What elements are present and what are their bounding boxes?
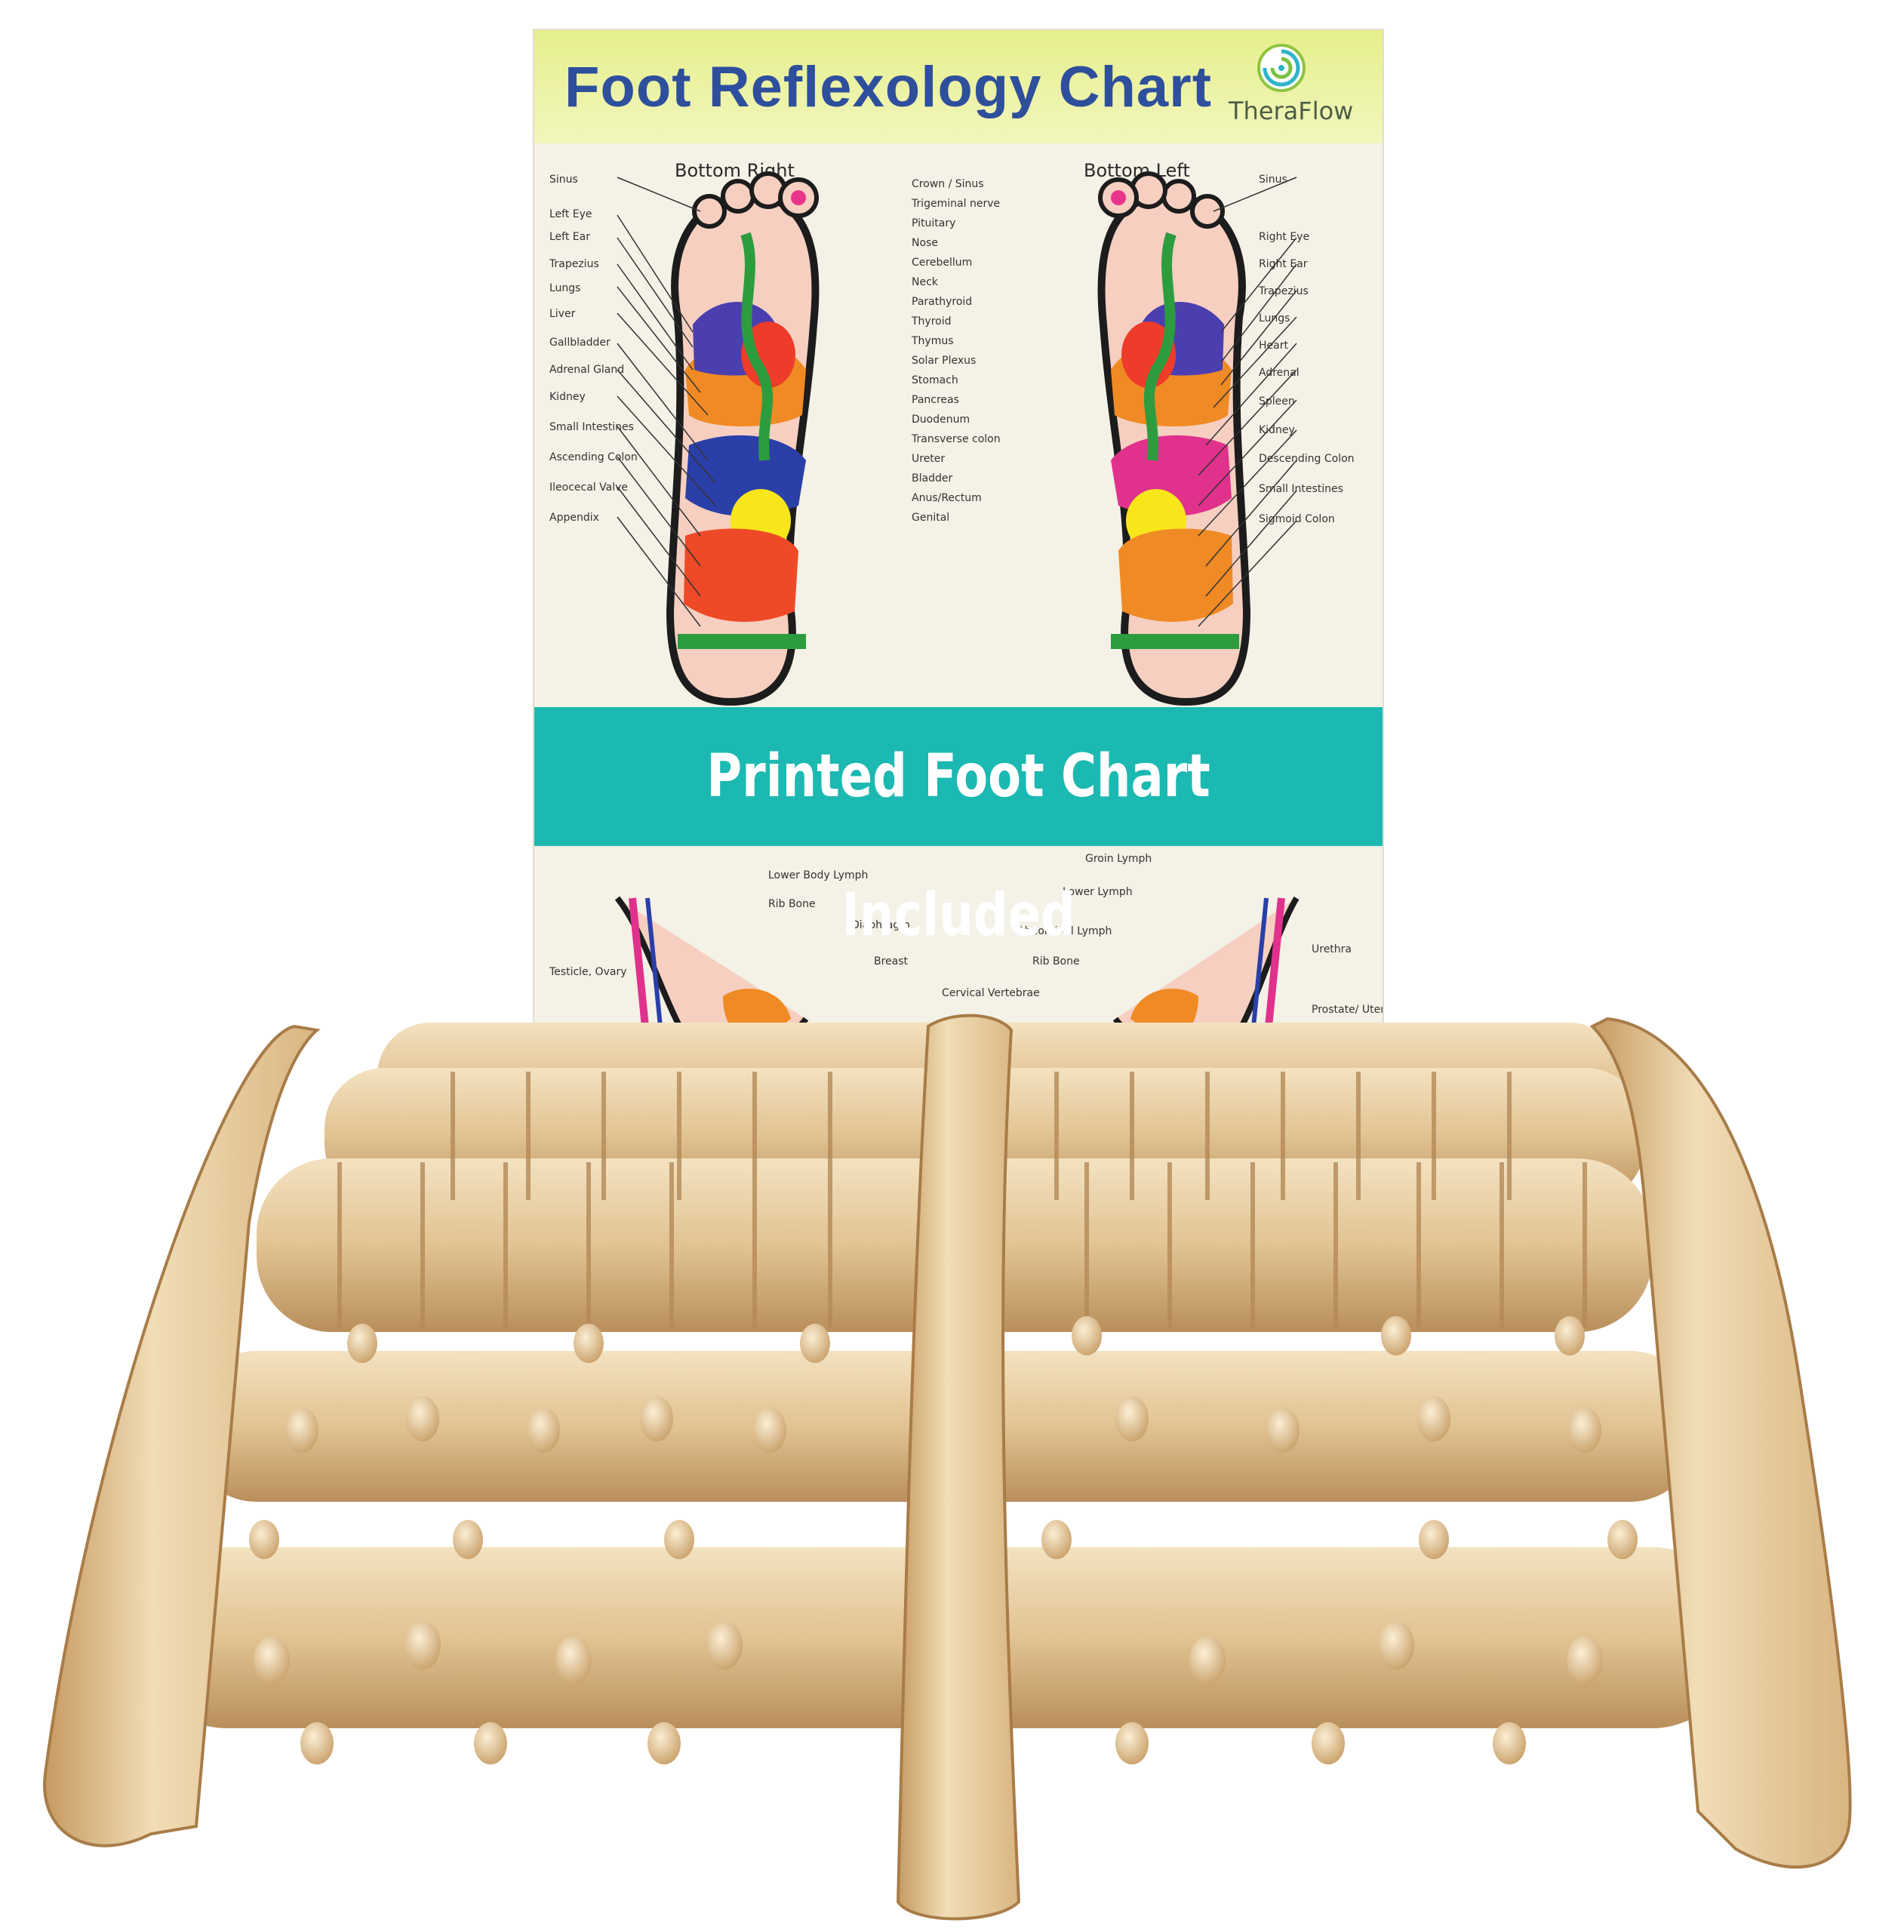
label: Anus/Rectum	[912, 492, 982, 504]
label: Urethra	[1312, 943, 1352, 955]
label: Heart	[1259, 340, 1288, 352]
included-chart-banner: Printed Foot Chart Included	[534, 707, 1383, 949]
label: Adrenal	[1259, 367, 1300, 379]
label: Parathyroid	[912, 296, 973, 308]
label: Abdominal Lymph	[1017, 925, 1112, 937]
roller-frame-right	[1589, 1017, 1852, 1869]
label: Bladder	[912, 472, 953, 485]
leader-lines	[617, 177, 1297, 627]
label: Nose	[912, 237, 938, 249]
label: Adrenal Gland	[549, 364, 625, 376]
label: Trapezius	[1259, 285, 1309, 297]
label: Cervical Vertebrae	[942, 987, 1040, 999]
label: Kidney	[1259, 424, 1295, 436]
label: Spleen	[1259, 395, 1295, 408]
label: Right Eye	[1259, 231, 1310, 243]
label: Genital	[912, 512, 950, 524]
label: Sinus	[1259, 174, 1287, 186]
foot-diagrams	[614, 171, 1300, 1065]
label: Neck	[912, 276, 938, 288]
label: Groin Lymph	[1085, 853, 1152, 865]
label: Small Intestines	[549, 421, 634, 433]
roller-center-divider	[896, 1014, 1021, 1921]
label: Pancreas	[912, 394, 959, 406]
roller-frame-left	[43, 1024, 321, 1847]
poster-header	[534, 30, 1383, 143]
label: Diaphragm	[851, 919, 910, 931]
label: Lower Body Lymph	[768, 869, 869, 881]
label: Ureter	[912, 453, 946, 465]
banner-text: Printed Foot Chart Included	[706, 743, 1210, 949]
label: Lungs	[549, 282, 581, 294]
label: Descending Colon	[1259, 453, 1355, 465]
label: Rib Bone	[768, 898, 816, 910]
roller-knobs	[249, 1316, 1638, 1764]
label: Left Eye	[549, 208, 592, 220]
label: Breast	[874, 955, 909, 968]
label: Solar Plexus	[912, 355, 977, 367]
label: Trapezius	[549, 258, 599, 270]
label: Lower Lymph	[1063, 886, 1133, 898]
label: Cerebellum	[912, 257, 973, 269]
label: Lungs	[1259, 312, 1290, 325]
label: Left Ear	[549, 231, 590, 243]
label: Small Intestines	[1259, 483, 1343, 495]
label: Right Ear	[1259, 258, 1308, 270]
label: Kidney	[549, 391, 586, 403]
label: Stomach	[912, 374, 958, 386]
label: Prostate/ Uterus	[1312, 1004, 1383, 1016]
label: Trigeminal nerve	[912, 198, 1001, 210]
label: Testicle, Ovary	[549, 966, 627, 978]
label: Sigmoid Colon	[1259, 513, 1335, 525]
right-foot-diagram	[666, 171, 820, 706]
ridge-segments	[337, 1072, 1587, 1328]
label: Appendix	[549, 512, 599, 524]
label: Transverse colon	[912, 433, 1001, 445]
reflexology-chart-poster: Foot Reflexology Chart TheraFlow Bottom …	[534, 30, 1383, 1102]
poster-title: Foot Reflexology Chart	[564, 55, 1213, 119]
label: Thyroid	[912, 315, 952, 328]
label: Crown / Sinus	[912, 178, 984, 190]
label: Duodenum	[912, 414, 970, 426]
label: Sinus	[549, 174, 578, 186]
label: Liver	[549, 308, 576, 320]
label: Ascending Colon	[549, 451, 638, 463]
brand-name: TheraFlow	[1229, 97, 1354, 125]
label: Thymus	[912, 335, 954, 347]
label: Gallbladder	[549, 337, 611, 349]
label: Ileocecal Valve	[549, 481, 628, 494]
theraflow-swirl-logo-icon	[1257, 44, 1306, 92]
label: Rib Bone	[1032, 955, 1080, 968]
label: Pituitary	[912, 217, 956, 229]
left-foot-diagram	[1097, 171, 1251, 706]
